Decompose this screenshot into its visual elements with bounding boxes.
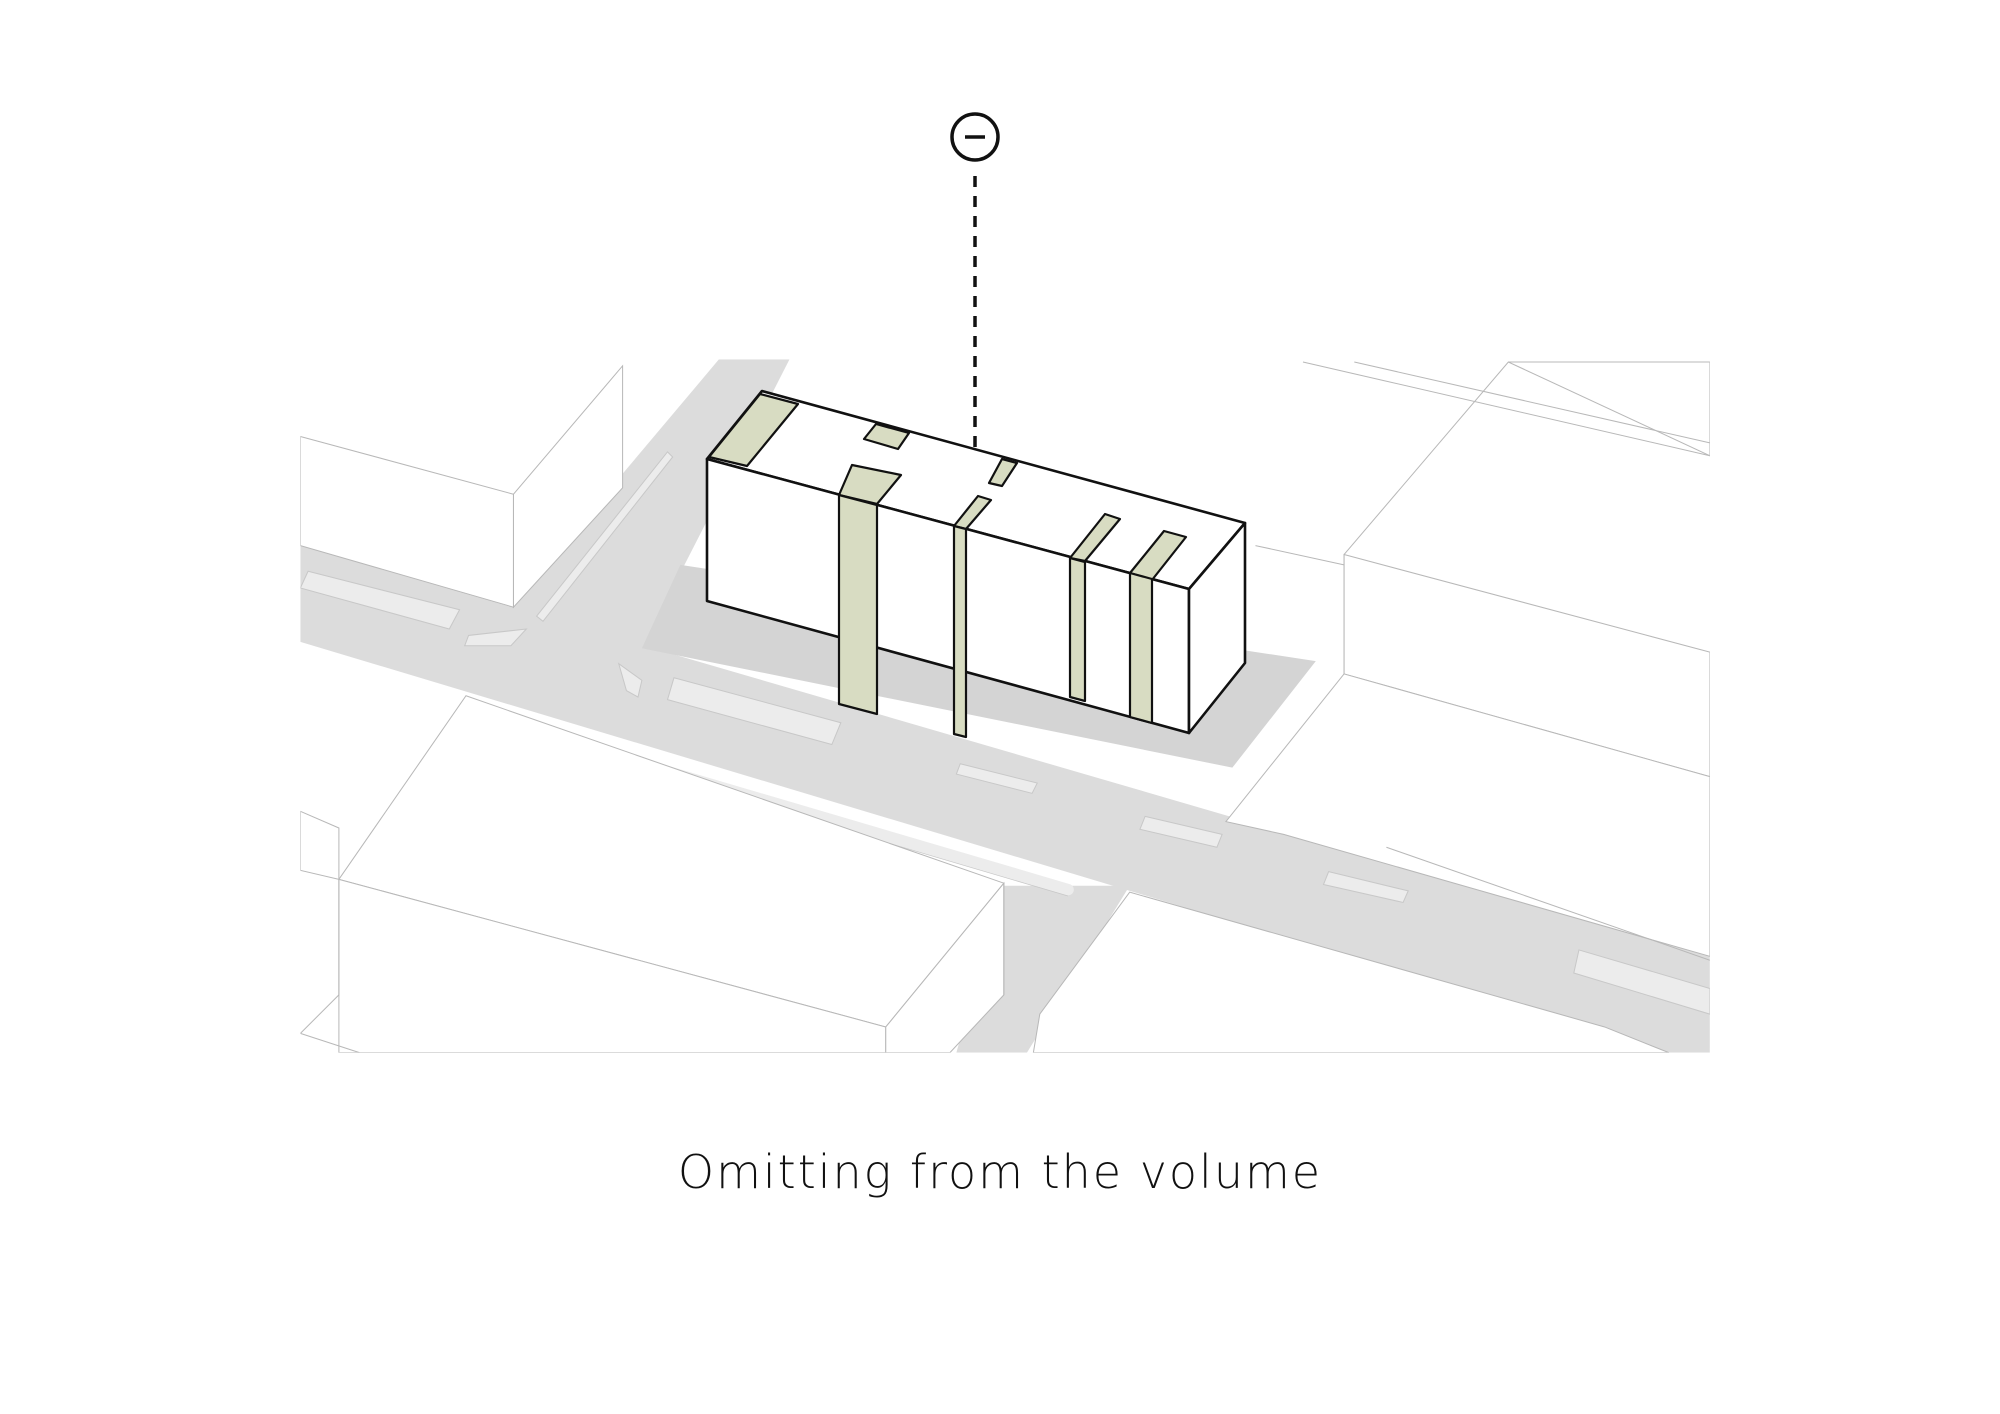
void-strip-1 [837, 493, 879, 716]
void-roof-slot [987, 457, 1019, 488]
void-strip-4 [1128, 571, 1154, 725]
main-volume [705, 389, 1247, 739]
minus-circle-icon [950, 112, 1000, 162]
road-markings [300, 451, 1710, 1015]
void-roof-corner [707, 392, 800, 468]
diagram-caption: Omitting from the volume [677, 1145, 1323, 1199]
main-street [300, 545, 1710, 1053]
void-roof-small [862, 422, 911, 451]
omitted-voids [707, 392, 1188, 739]
void-strip-2 [952, 524, 968, 739]
volume-side-face [1187, 521, 1247, 735]
context-buildings [300, 361, 1710, 1053]
urban-context [300, 359, 1710, 1053]
void-strip-3 [1068, 556, 1087, 703]
